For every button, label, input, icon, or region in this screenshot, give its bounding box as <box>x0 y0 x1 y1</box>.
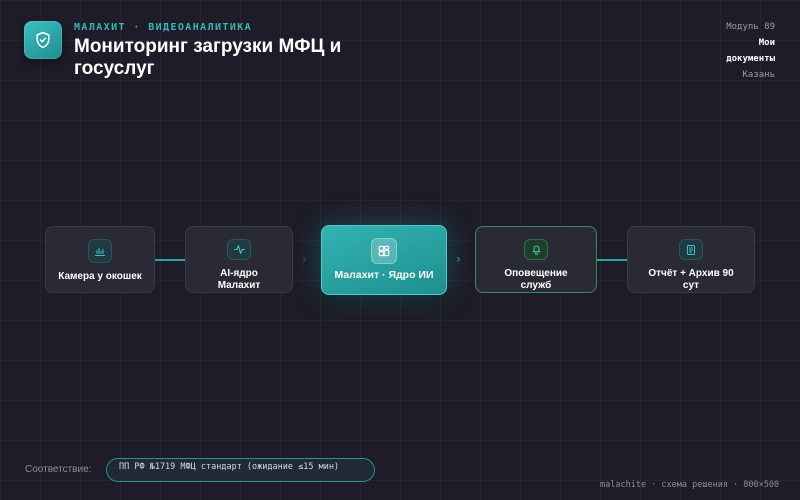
flow-node-ai-core[interactable]: AI-ядро Малахит <box>185 226 293 293</box>
flow-node-label: Оповещение служб <box>504 268 568 291</box>
bar-chart-icon <box>88 239 112 263</box>
logo <box>24 21 62 59</box>
flow-node-report-archive[interactable]: Отчёт + Архив 90 сут <box>627 226 755 293</box>
flow-node-label: Камера у окошек <box>58 271 142 282</box>
chevron-right-icon: › <box>302 252 307 266</box>
document-icon <box>679 239 703 260</box>
compliance-badge: ПП РФ №1719 МФЦ стандарт (ожидание ≤15 м… <box>106 458 375 482</box>
chevron-right-icon: › <box>456 252 461 266</box>
page-title: Мониторинг загрузки МФЦ и госуслуг <box>74 36 342 79</box>
grid-layout-icon <box>371 238 397 264</box>
flow-node-label: AI-ядро Малахит <box>217 268 261 291</box>
activity-pulse-icon <box>227 239 251 260</box>
flow-node-label: Малахит · Ядро ИИ <box>334 269 434 281</box>
overline: МАЛАХИТ · ВИДЕОАНАЛИТИКА <box>74 22 253 33</box>
city-label: Казань <box>742 70 775 80</box>
shield-check-icon <box>36 31 50 49</box>
module-label: Модуль 89 <box>726 22 775 32</box>
connector-1-2 <box>155 259 185 261</box>
connector-4-5 <box>597 259 627 261</box>
footer-note: malachite · схема решения · 800×500 <box>600 480 780 490</box>
flow-node-label: Отчёт + Архив 90 сут <box>648 268 734 291</box>
flow-node-alerts[interactable]: Оповещение служб <box>475 226 597 293</box>
header-meta: Модуль 89 Мои документы Казань <box>715 19 775 83</box>
flow-node-camera[interactable]: Камера у окошек <box>45 226 155 293</box>
section-label: Мои документы <box>726 38 775 64</box>
compliance-label: Соответствие: <box>25 464 92 475</box>
bell-icon <box>524 239 548 260</box>
flow-node-malachite-core[interactable]: Малахит · Ядро ИИ <box>321 225 447 295</box>
